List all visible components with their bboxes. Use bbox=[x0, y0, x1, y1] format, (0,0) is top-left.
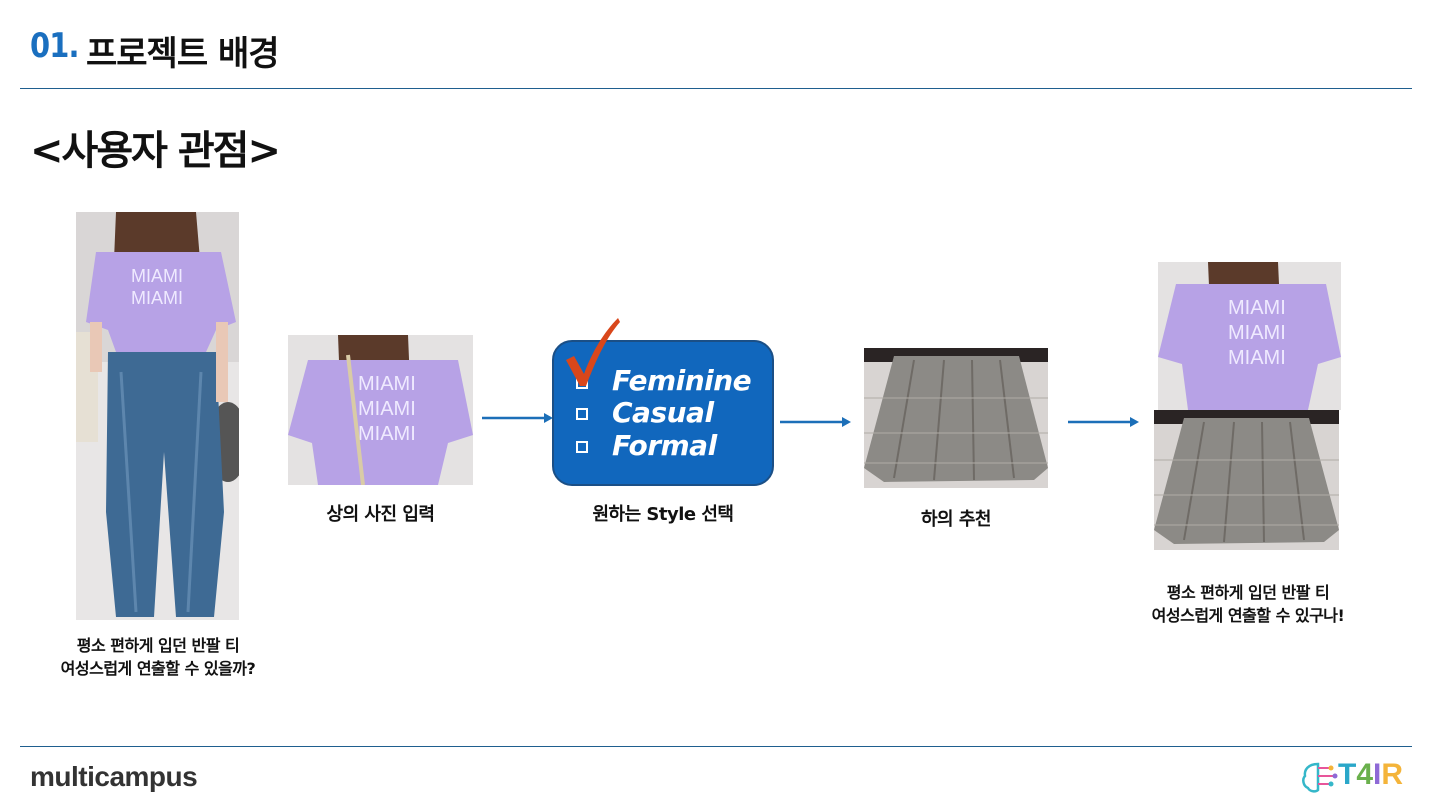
style-option-feminine[interactable]: Feminine bbox=[612, 364, 752, 397]
result-skirt-photo bbox=[1154, 410, 1339, 550]
header-divider bbox=[20, 88, 1412, 89]
multicampus-logo: multicampus bbox=[30, 761, 198, 792]
casual-checkbox[interactable] bbox=[576, 408, 588, 420]
style-option-casual[interactable]: Casual bbox=[612, 396, 714, 429]
formal-checkbox[interactable] bbox=[576, 441, 588, 453]
before-caption: 평소 편하게 입던 반팔 티 여성스럽게 연출할 수 있을까? bbox=[20, 634, 296, 680]
after-caption-line1: 평소 편하게 입던 반팔 티 bbox=[1166, 583, 1330, 602]
svg-text:MIAMI: MIAMI bbox=[358, 373, 416, 395]
after-caption: 평소 편하게 입던 반팔 티 여성스럽게 연출할 수 있구나! bbox=[1110, 581, 1386, 627]
arrow-right-icon bbox=[482, 413, 553, 423]
svg-text:MIAMI: MIAMI bbox=[358, 398, 416, 420]
result-top-photo: MIAMI MIAMI MIAMI bbox=[1158, 262, 1341, 410]
full-outfit-photo: MIAMI MIAMI bbox=[76, 212, 239, 620]
arrow-right-icon bbox=[780, 417, 851, 427]
svg-text:MIAMI: MIAMI bbox=[1228, 322, 1286, 344]
footer-divider bbox=[20, 746, 1412, 747]
before-caption-line1: 평소 편하게 입던 반팔 티 bbox=[76, 636, 240, 655]
section-number: 01. bbox=[30, 26, 80, 66]
style-step-caption: 원하는 Style 선택 bbox=[592, 504, 734, 525]
svg-text:MIAMI: MIAMI bbox=[1228, 297, 1286, 319]
svg-text:MIAMI: MIAMI bbox=[1228, 347, 1286, 369]
input-step-caption: 상의 사진 입력 bbox=[326, 504, 435, 525]
section-subtitle: <사용자 관점> bbox=[30, 128, 281, 174]
style-option-formal[interactable]: Formal bbox=[612, 429, 717, 462]
t4ir-logo: T4IR bbox=[1338, 758, 1404, 791]
arrow-right-icon bbox=[1068, 417, 1139, 427]
checkmark-icon bbox=[566, 318, 620, 386]
recommend-step-caption: 하의 추천 bbox=[920, 509, 992, 530]
svg-text:MIAMI: MIAMI bbox=[131, 288, 183, 308]
svg-text:MIAMI: MIAMI bbox=[131, 266, 183, 286]
page-title: 프로젝트 배경 bbox=[86, 34, 280, 74]
top-photo-input: MIAMI MIAMI MIAMI bbox=[288, 335, 473, 485]
brain-circuit-icon bbox=[1302, 762, 1338, 793]
before-caption-line2: 여성스럽게 연출할 수 있을까? bbox=[60, 659, 256, 678]
svg-text:MIAMI: MIAMI bbox=[358, 423, 416, 445]
after-caption-line2: 여성스럽게 연출할 수 있구나! bbox=[1151, 606, 1345, 625]
recommended-skirt-photo bbox=[864, 348, 1048, 488]
